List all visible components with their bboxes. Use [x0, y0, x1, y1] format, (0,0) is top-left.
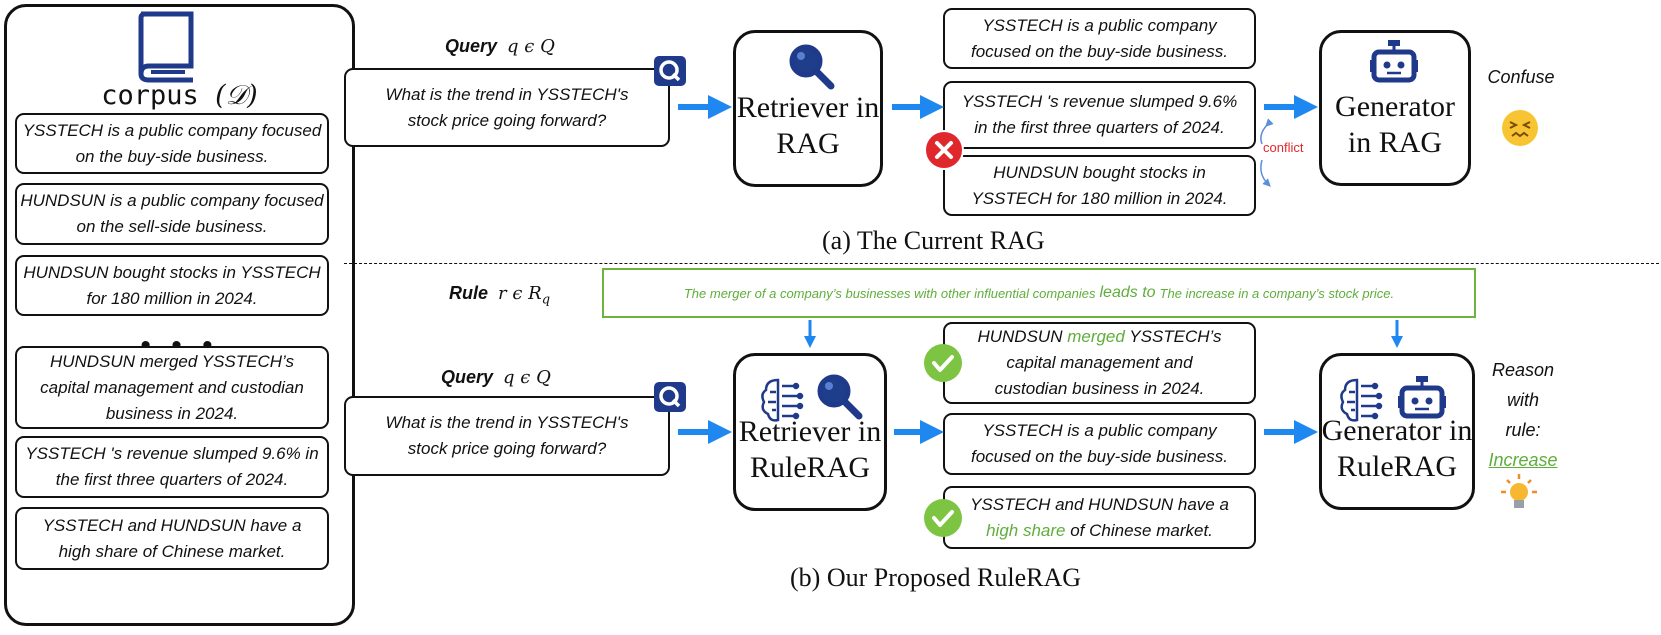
top-doc-text: YSSTECH 's revenue slumped 9.6% in the f… [961, 92, 1238, 137]
top-retriever-label: Retriever in RAG [736, 91, 880, 160]
doc3-highlight: high share [986, 520, 1066, 540]
doc3-part-b: of Chinese market. [1070, 520, 1213, 540]
corpus-doc: HUNDSUN merged YSSTECH’s capital managem… [15, 346, 329, 429]
bottom-retriever-label: Retriever in RuleRAG [738, 415, 882, 484]
corpus-doc: HUNDSUN bought stocks in YSSTECH for 180… [15, 255, 329, 316]
bottom-outcome: Reason with rule: Increase [1478, 355, 1568, 475]
top-query-text: What is the trend in YSSTECH's stock pri… [385, 84, 629, 130]
bottom-query-box: What is the trend in YSSTECH's stock pri… [344, 396, 670, 476]
bottom-query-label: Query q ϵ Q [441, 367, 551, 388]
top-query-label: Query q ϵ Q [445, 36, 555, 57]
top-doc-text: HUNDSUN bought stocks in YSSTECH for 180… [971, 162, 1228, 208]
corpus-doc: YSSTECH and HUNDSUN have a high share of… [15, 507, 329, 570]
bottom-doc1: HUNDSUN merged YSSTECH’s capital managem… [945, 324, 1254, 402]
doc1-part-b: YSSTECH’s capital management and custodi… [994, 327, 1222, 398]
bottom-retriever-box: Retriever in RuleRAG [733, 353, 887, 511]
top-generator-box: Generator in RAG [1319, 30, 1471, 186]
rule-math-sub: q [541, 292, 551, 308]
top-retriever-box: Retriever in RAG [733, 30, 883, 187]
corpus-doc-text: YSSTECH 's revenue slumped 9.6% in the f… [25, 444, 319, 489]
corpus-doc-text: HUNDSUN merged YSSTECH’s capital managem… [40, 351, 304, 423]
corpus-doc-text: YSSTECH is a public company focused on t… [22, 120, 322, 166]
doc3-part-a: YSSTECH and HUNDSUN have a [970, 494, 1229, 514]
outcome-line3: rule: [1505, 420, 1541, 440]
corpus-symbol: (𝒟) [215, 80, 258, 111]
corpus-doc-text: HUNDSUN is a public company focused on t… [20, 191, 324, 236]
top-doc-text: YSSTECH is a public company focused on t… [970, 15, 1229, 61]
top-query-box: What is the trend in YSSTECH's stock pri… [344, 68, 670, 147]
confused-face-icon [1502, 110, 1538, 146]
doc1-part-a: HUNDSUN [977, 327, 1063, 346]
rule-text-part2: The increase in a company’s stock price. [1159, 285, 1395, 301]
doc1-highlight: merged [1067, 327, 1125, 346]
bottom-retrieved-doc: YSSTECH and HUNDSUN have a high share of… [943, 486, 1256, 549]
bottom-retrieved-doc: HUNDSUN merged YSSTECH’s capital managem… [943, 322, 1256, 404]
corpus-doc: YSSTECH is a public company focused on t… [15, 113, 329, 174]
outcome-answer: Increase [1488, 450, 1558, 470]
corpus-doc: YSSTECH 's revenue slumped 9.6% in the f… [15, 436, 329, 498]
corpus-doc-text: YSSTECH and HUNDSUN have a high share of… [42, 515, 302, 561]
rule-label: Rule r ϵ Rq [449, 283, 550, 308]
query-math: q ϵ Q [503, 367, 551, 388]
top-caption: (a) The Current RAG [822, 226, 1045, 255]
bottom-generator-label: Generator in RuleRAG [1321, 414, 1473, 483]
rule-link-text: leads to [1099, 284, 1156, 301]
query-label-text: Query [445, 36, 498, 56]
bottom-query-text: What is the trend in YSSTECH's stock pri… [385, 413, 629, 458]
section-divider [344, 263, 1659, 264]
rule-math: r ϵ R [498, 283, 542, 304]
outcome-line1: Reason [1491, 360, 1555, 380]
rule-label-text: Rule [449, 283, 489, 303]
corpus-doc: HUNDSUN is a public company focused on t… [15, 183, 329, 245]
lightbulb-icon [1501, 474, 1537, 508]
top-retrieved-doc: HUNDSUN bought stocks in YSSTECH for 180… [943, 155, 1256, 216]
rule-text-part1: The merger of a company’s businesses wit… [683, 285, 1096, 301]
top-outcome: Confuse [1487, 67, 1555, 87]
top-generator-label: Generator in RAG [1335, 90, 1455, 159]
outcome-line2: with [1506, 390, 1539, 410]
bottom-retrieved-doc: YSSTECH is a public company focused on t… [943, 413, 1256, 475]
corpus-title-text: corpus [101, 80, 199, 111]
top-retrieved-doc: YSSTECH 's revenue slumped 9.6% in the f… [943, 81, 1256, 149]
corpus-title: corpus (𝒟) [4, 80, 355, 112]
query-label-text: Query [441, 367, 494, 387]
bottom-doc3: YSSTECH and HUNDSUN have a high share of… [945, 492, 1254, 544]
bottom-generator-box: Generator in RuleRAG [1319, 353, 1475, 510]
query-math: q ϵ Q [507, 36, 555, 57]
rule-box: The merger of a company’s businesses wit… [602, 268, 1476, 318]
conflict-label: conflict [1263, 140, 1304, 155]
bottom-caption: (b) Our Proposed RuleRAG [790, 563, 1082, 592]
bottom-doc2: YSSTECH is a public company focused on t… [970, 421, 1229, 466]
corpus-doc-text: HUNDSUN bought stocks in YSSTECH for 180… [23, 262, 321, 308]
conflict-arrow [1260, 159, 1271, 187]
top-retrieved-doc: YSSTECH is a public company focused on t… [943, 8, 1256, 69]
